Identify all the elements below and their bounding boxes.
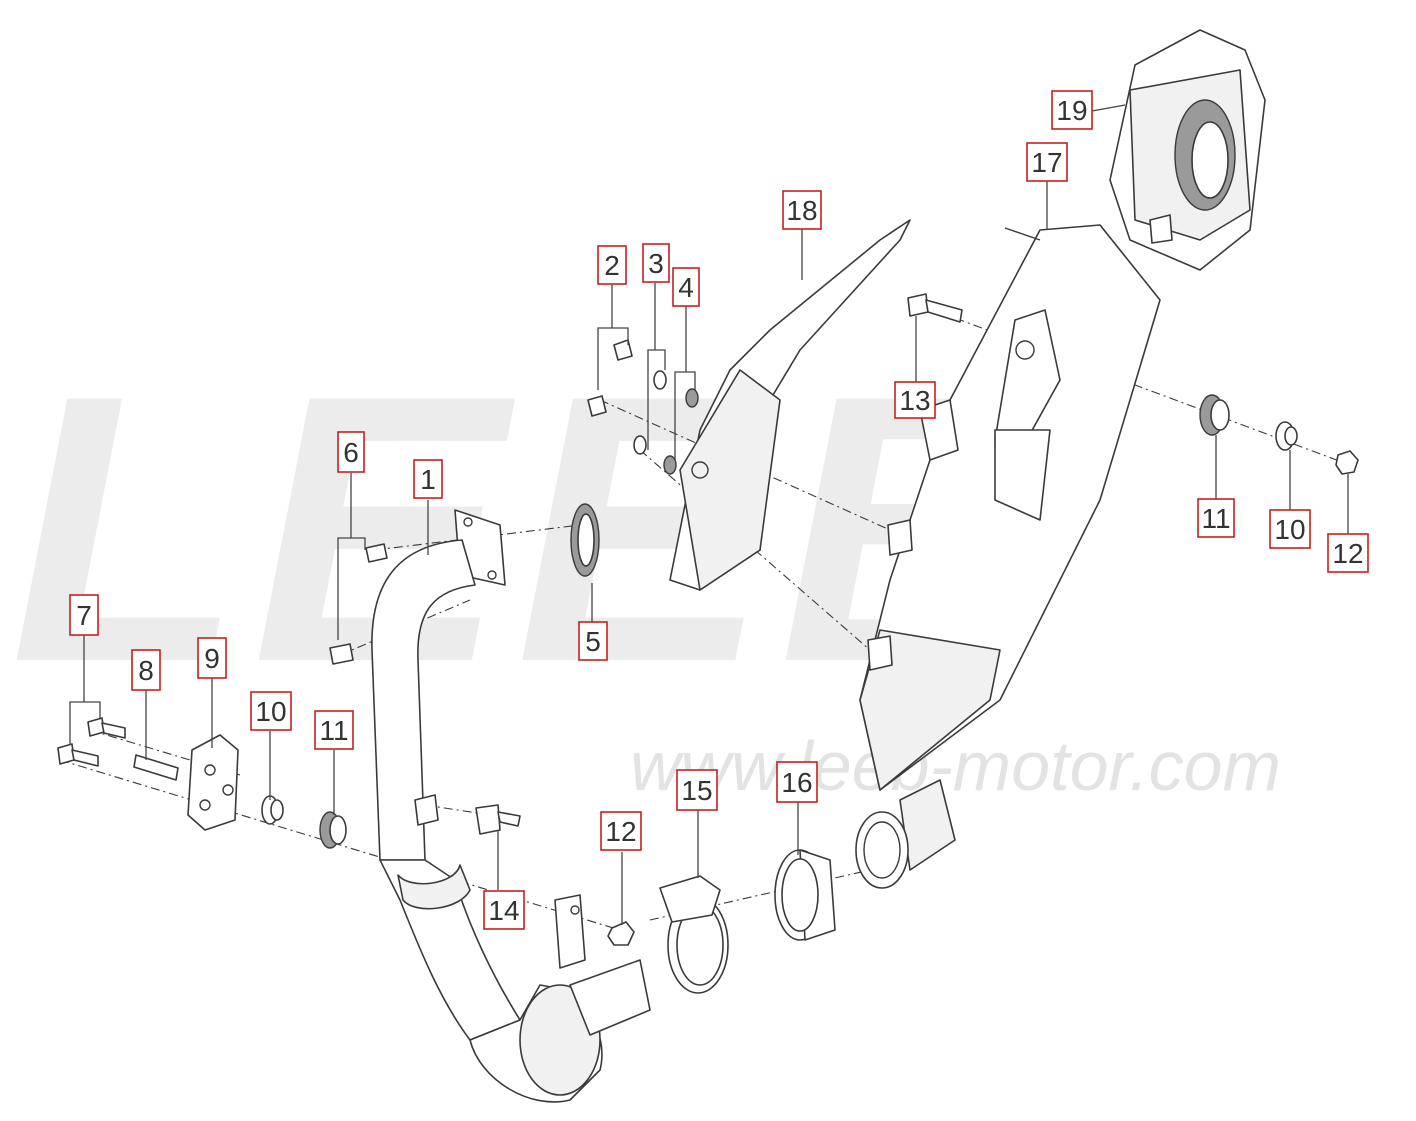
callout-box <box>69 594 99 636</box>
mounting-bolts <box>57 717 179 781</box>
callout-number: 18 <box>786 195 817 226</box>
callout-c11b: 11 <box>1197 498 1235 538</box>
callout-c5: 5 <box>578 621 608 661</box>
callout-c10a: 10 <box>250 691 292 731</box>
callout-number: 13 <box>899 385 930 416</box>
callout-box <box>413 459 443 499</box>
callout-number: 10 <box>1274 514 1305 545</box>
callout-number: 11 <box>1201 503 1230 534</box>
callout-c1: 1 <box>413 459 443 499</box>
callout-number: 10 <box>255 696 286 727</box>
right-mount-hardware <box>1199 394 1359 475</box>
muffler <box>855 224 1161 889</box>
o2-sensor <box>475 804 521 835</box>
callout-c17: 17 <box>1026 142 1068 182</box>
end-cap <box>1109 29 1266 271</box>
callout-c13: 13 <box>894 381 936 419</box>
header-pipe <box>371 509 651 1103</box>
callout-box <box>1269 509 1311 549</box>
flange-nuts <box>329 543 388 665</box>
leader-lines <box>69 104 1349 925</box>
callout-c12b: 12 <box>1327 533 1369 573</box>
callout-box <box>782 190 822 230</box>
watermark: LEEB www.leeb-motor.com <box>10 316 1281 805</box>
bracket-plate <box>187 734 239 831</box>
callout-c15: 15 <box>676 769 718 811</box>
callout-number: 3 <box>648 248 664 279</box>
callout-number: 2 <box>604 250 620 281</box>
heat-shield <box>669 219 911 591</box>
callout-box <box>1051 90 1093 130</box>
callout-c10b: 10 <box>1269 509 1311 549</box>
callout-number: 12 <box>605 816 636 847</box>
shield-screws <box>587 339 699 475</box>
callout-box <box>483 890 525 930</box>
callout-c9: 9 <box>197 637 227 679</box>
callout-c19: 19 <box>1051 90 1093 130</box>
callout-c7: 7 <box>69 594 99 636</box>
connector-sleeve <box>774 849 836 941</box>
callout-box <box>131 649 161 691</box>
callout-box <box>642 243 670 283</box>
callout-number: 9 <box>204 643 220 674</box>
exhaust-clamp <box>659 875 729 994</box>
callout-box <box>776 761 818 803</box>
callout-box <box>676 769 718 811</box>
callout-number: 16 <box>781 767 812 798</box>
callout-box <box>250 691 292 731</box>
callout-c6: 6 <box>337 431 365 473</box>
callout-box <box>1327 533 1369 573</box>
washer-and-grommet-left <box>261 795 347 849</box>
callout-number: 6 <box>343 437 359 468</box>
callout-number: 4 <box>678 272 694 303</box>
callout-c14: 14 <box>483 890 525 930</box>
callout-box <box>672 267 700 307</box>
callout-c16: 16 <box>776 761 818 803</box>
callout-c18: 18 <box>782 190 822 230</box>
callout-number: 17 <box>1031 147 1062 178</box>
callout-c8: 8 <box>131 649 161 691</box>
callout-box <box>1197 498 1235 538</box>
callout-number: 12 <box>1332 538 1363 569</box>
callout-c12a: 12 <box>600 811 642 851</box>
callout-box <box>578 621 608 661</box>
callout-box <box>597 245 627 285</box>
callout-number: 8 <box>138 655 154 686</box>
callout-box <box>894 381 936 419</box>
callout-number: 1 <box>420 464 436 495</box>
callout-box <box>600 811 642 851</box>
callout-box <box>337 431 365 473</box>
callout-number: 7 <box>76 600 92 631</box>
callout-c3: 3 <box>642 243 670 283</box>
watermark-url: www.leeb-motor.com <box>630 727 1281 805</box>
callout-box <box>1026 142 1068 182</box>
callout-number: 15 <box>681 775 712 806</box>
callout-number: 5 <box>585 626 601 657</box>
callout-number: 11 <box>319 715 348 746</box>
muffler-bolt <box>907 293 963 323</box>
exhaust-gasket <box>570 503 600 577</box>
callout-c11a: 11 <box>314 710 354 750</box>
callout-c4: 4 <box>672 267 700 307</box>
nut-left <box>607 921 635 946</box>
callout-number: 14 <box>488 895 519 926</box>
callout-box <box>314 710 354 750</box>
callout-box <box>197 637 227 679</box>
callout-c2: 2 <box>597 245 627 285</box>
callout-number: 19 <box>1056 95 1087 126</box>
